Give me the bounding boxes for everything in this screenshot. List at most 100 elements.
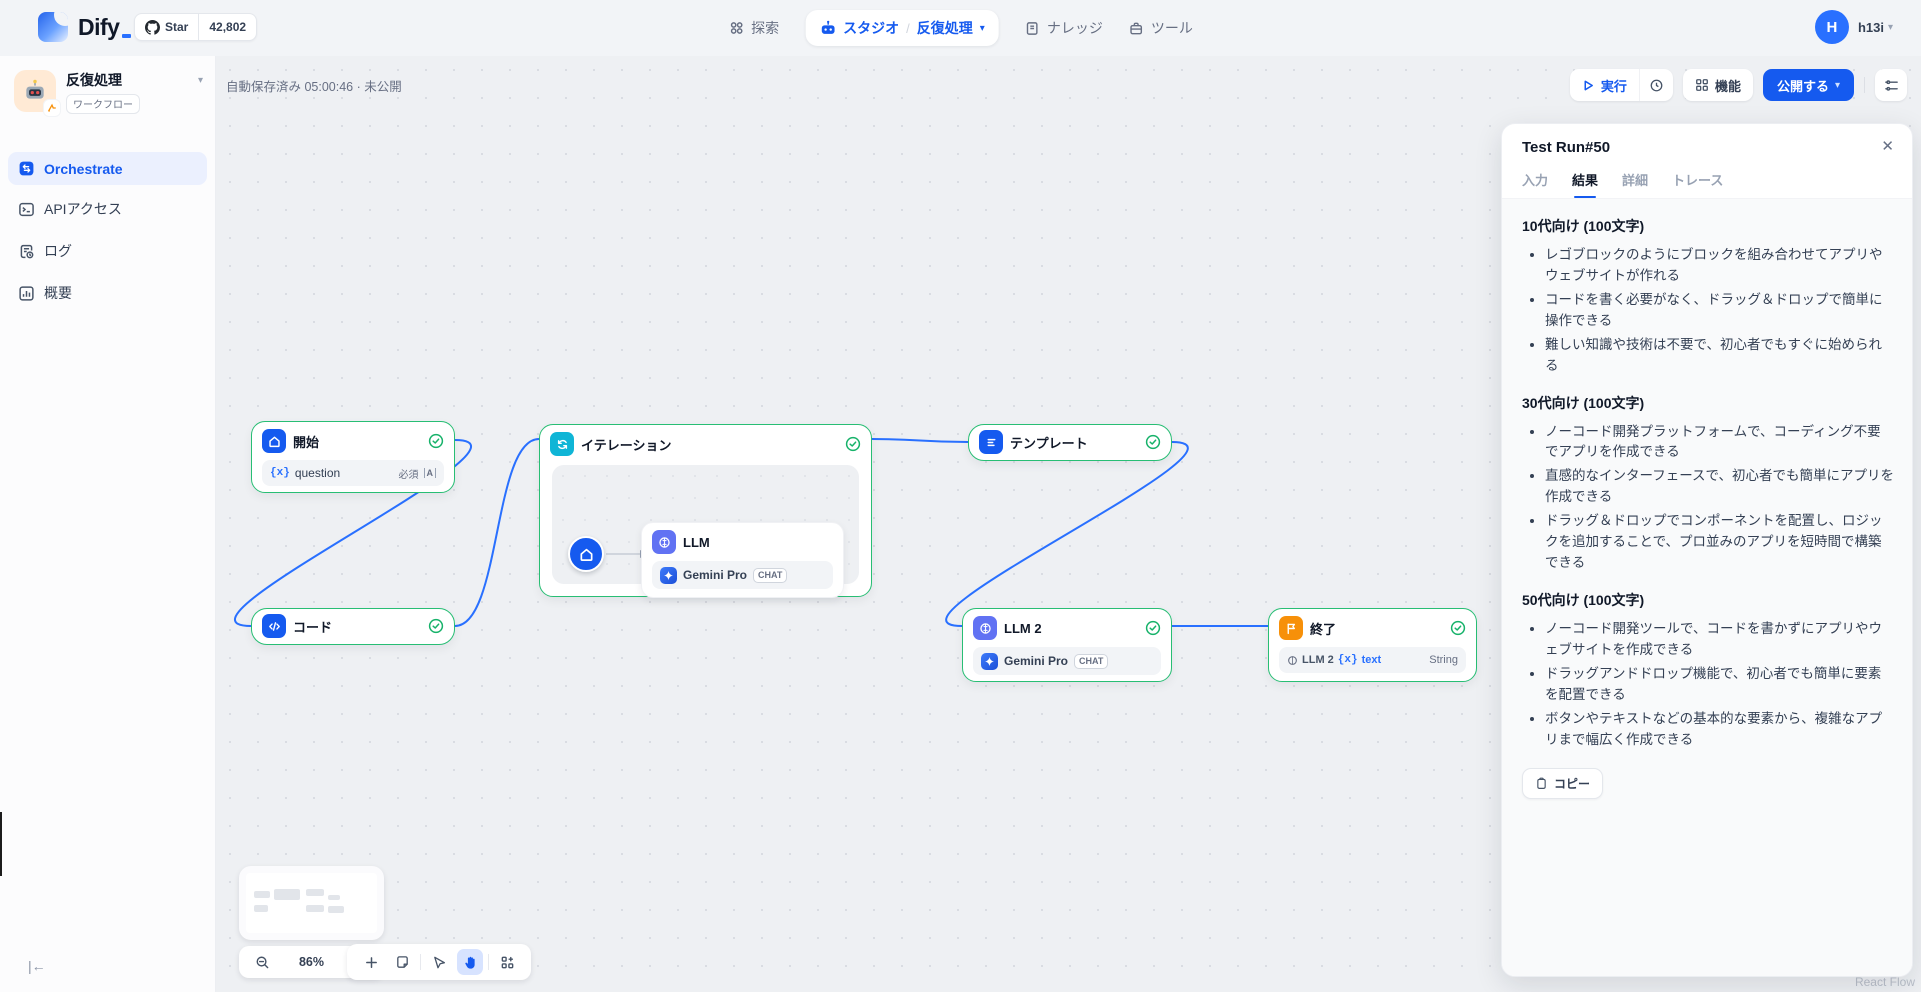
start-variable-row[interactable]: {x} question 必須 A — [262, 460, 444, 486]
run-button[interactable]: 実行 — [1570, 76, 1639, 95]
success-check-icon — [1450, 620, 1466, 636]
nav-explore[interactable]: 探索 — [728, 18, 779, 38]
llm-icon — [652, 530, 676, 554]
dify-logo-icon — [38, 12, 68, 42]
add-note-button[interactable] — [389, 949, 415, 975]
end-output-row[interactable]: LLM 2 {x} text String — [1279, 647, 1466, 673]
tab-trace[interactable]: トレース — [1672, 173, 1724, 188]
copy-button[interactable]: コピー — [1522, 767, 1604, 799]
close-icon[interactable]: ✕ — [1881, 138, 1894, 155]
studio-robot-icon — [819, 20, 836, 37]
hand-mode-button[interactable] — [457, 949, 483, 975]
features-grid-icon — [1695, 78, 1709, 92]
node-end[interactable]: 終了 LLM 2 {x} text String — [1268, 608, 1477, 682]
zoom-out-button[interactable] — [249, 949, 275, 975]
app-switcher-chevron-icon[interactable]: ▾ — [197, 74, 203, 86]
play-icon — [1582, 79, 1595, 92]
minimap[interactable] — [239, 866, 384, 940]
sidebar-item-logs[interactable]: ログ — [8, 233, 207, 269]
sidebar-item-orchestrate[interactable]: Orchestrate — [8, 152, 207, 185]
tab-input[interactable]: 入力 — [1522, 173, 1549, 188]
success-check-icon — [1145, 620, 1161, 636]
tools-icon — [1129, 21, 1144, 36]
result-content[interactable]: 10代向け (100文字) レゴブロックのようにブロックを組み合わせてアプリやウ… — [1502, 199, 1912, 976]
features-button[interactable]: 機能 — [1682, 69, 1753, 101]
divider — [1864, 77, 1865, 93]
edge-code-to-iteration — [454, 438, 540, 627]
react-flow-watermark: React Flow — [1854, 975, 1915, 989]
node-template[interactable]: テンプレート — [968, 424, 1172, 461]
chevron-down-icon: ▾ — [1887, 21, 1893, 33]
dify-logo[interactable]: Dify — [38, 12, 132, 42]
tab-detail[interactable]: 詳細 — [1622, 173, 1649, 188]
result-heading: 10代向け (100文字) — [1522, 218, 1645, 234]
collapse-sidebar-icon[interactable]: |← — [28, 958, 46, 974]
result-list: レゴブロックのようにブロックを組み合わせてアプリやウェブサイトが作れる コードを… — [1522, 245, 1894, 377]
gemini-icon — [660, 566, 677, 584]
node-llm-inner[interactable]: LLM Gemini Pro CHAT — [641, 522, 844, 598]
result-bullet: 直感的なインターフェースで、初心者でも簡単にアプリを作成できる — [1545, 466, 1894, 508]
clipboard-icon — [1535, 777, 1548, 790]
result-list: ノーコード開発ツールで、コードを書かずにアプリやウェブサイトを作成できる ドラッ… — [1522, 619, 1894, 751]
tab-result[interactable]: 結果 — [1572, 170, 1598, 198]
node-code[interactable]: コード — [251, 608, 455, 645]
text-type-icon: A — [423, 468, 436, 478]
sidebar: 反復処理 ▾ ワークフロー Orchestrate APIアクセス ログ — [0, 56, 216, 992]
node-llm2[interactable]: LLM 2 Gemini Pro CHAT — [962, 608, 1172, 682]
app-icon — [14, 70, 60, 116]
nav-tools[interactable]: ツール — [1129, 18, 1193, 38]
nav-knowledge[interactable]: ナレッジ — [1025, 18, 1103, 38]
model-selector[interactable]: Gemini Pro CHAT — [652, 561, 833, 589]
edge-iteration-to-template — [871, 438, 969, 443]
organize-nodes-button[interactable] — [494, 949, 520, 975]
checklist-button[interactable] — [1875, 69, 1907, 101]
chevron-down-icon: ▾ — [1834, 79, 1840, 91]
run-history-button[interactable] — [1638, 69, 1673, 101]
nav-studio-active[interactable]: スタジオ / 反復処理 ▾ — [805, 10, 999, 46]
sidebar-item-overview[interactable]: 概要 — [8, 275, 207, 311]
github-star-widget[interactable]: Star 42,802 — [134, 13, 258, 41]
success-check-icon — [845, 436, 861, 452]
app-card[interactable]: 反復処理 ▾ ワークフロー — [0, 56, 215, 124]
log-icon — [18, 243, 35, 260]
autosave-status: 自動保存済み 05:00:46 · 未公開 — [226, 80, 402, 94]
node-start[interactable]: 開始 {x} question 必須 A — [251, 421, 455, 493]
user-menu[interactable]: H h13i▾ — [1814, 10, 1893, 44]
edge-template-to-llm2 — [945, 441, 1189, 627]
publish-button[interactable]: 公開する ▾ — [1762, 69, 1854, 101]
result-bullet: コードを書く必要がなく、ドラッグ＆ドロップで簡単に操作できる — [1545, 290, 1894, 332]
workflow-canvas[interactable]: 自動保存済み 05:00:46 · 未公開 実行 機能 公開する ▾ — [216, 56, 1921, 992]
result-bullet: レゴブロックのようにブロックを組み合わせてアプリやウェブサイトが作れる — [1545, 245, 1894, 287]
run-panel-tabs: 入力 結果 詳細 トレース — [1502, 156, 1912, 199]
llm-icon — [973, 616, 997, 640]
orchestrate-icon — [18, 160, 35, 177]
breadcrumb-separator: / — [906, 20, 910, 36]
github-icon — [145, 19, 160, 35]
terminal-icon — [18, 201, 35, 218]
iteration-body: LLM Gemini Pro CHAT — [552, 465, 859, 598]
add-node-button[interactable] — [358, 949, 384, 975]
template-icon — [979, 430, 1003, 454]
github-star-count[interactable]: 42,802 — [198, 14, 256, 40]
sidebar-item-api-access[interactable]: APIアクセス — [8, 191, 207, 227]
model-selector[interactable]: Gemini Pro CHAT — [973, 647, 1161, 675]
pointer-mode-button[interactable] — [426, 949, 452, 975]
divider — [420, 954, 421, 970]
canvas-actions: 実行 機能 公開する ▾ — [1569, 69, 1907, 101]
avatar[interactable]: H — [1814, 10, 1849, 44]
github-star-button[interactable]: Star — [135, 14, 198, 40]
scroll-artifact — [0, 812, 2, 876]
gemini-icon — [981, 652, 998, 670]
node-iteration[interactable]: イテレーション LLM G — [539, 424, 872, 598]
divider — [488, 954, 489, 970]
app-type-badge: ワークフロー — [66, 94, 140, 114]
chevron-down-icon: ▾ — [979, 22, 985, 34]
result-bullet: ドラッグ＆ドロップでコンポーネントを配置し、ロジックを追加することで、プロ並みの… — [1545, 511, 1894, 574]
success-check-icon — [1145, 434, 1161, 450]
result-bullet: 難しい知識や技術は不要で、初心者でもすぐに始められる — [1545, 335, 1894, 377]
zoom-level[interactable]: 86% — [298, 955, 325, 969]
sidebar-nav: Orchestrate APIアクセス ログ 概要 — [0, 152, 215, 311]
top-nav: 探索 スタジオ / 反復処理 ▾ ナレッジ ツール — [728, 8, 1193, 48]
iteration-start-icon[interactable] — [568, 536, 604, 572]
code-icon — [262, 614, 286, 638]
